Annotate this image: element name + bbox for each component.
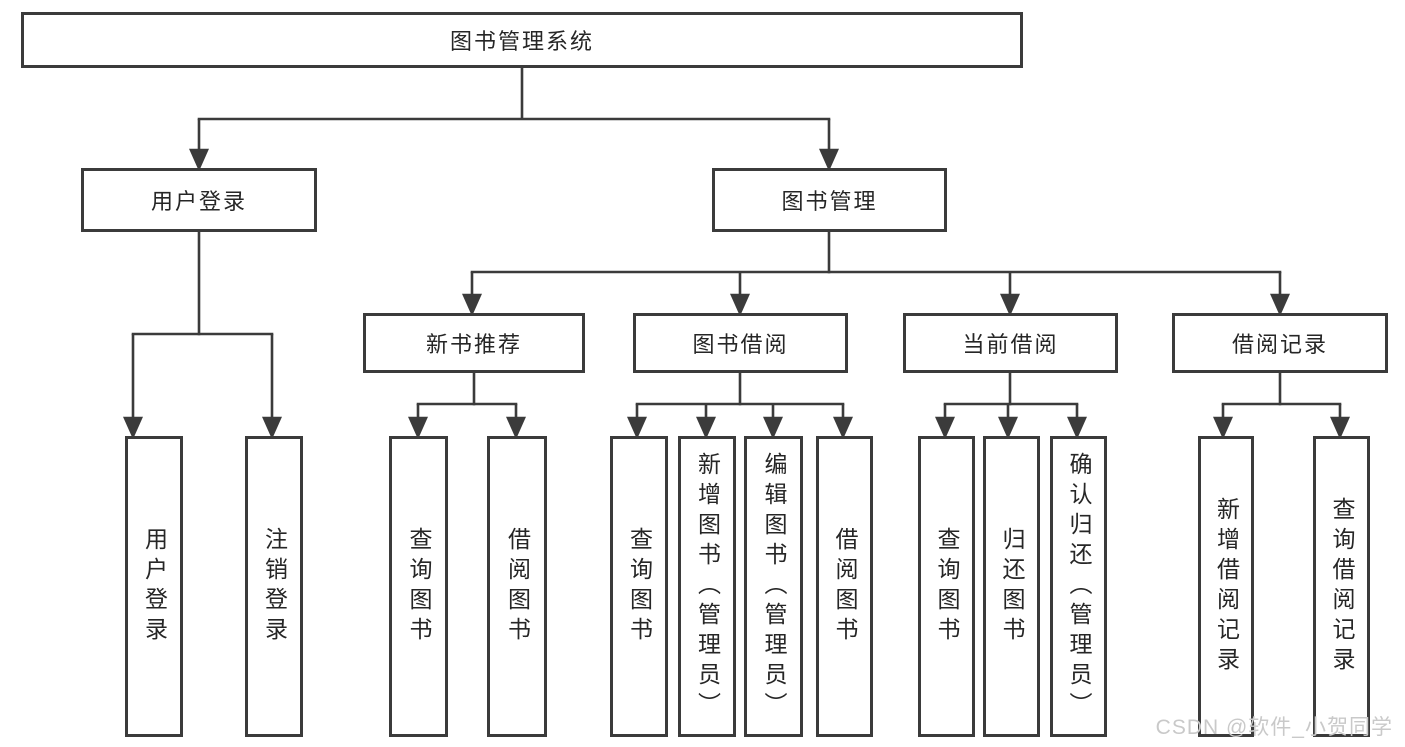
leaf-add-borrow-record: 新增借阅记录 [1198, 436, 1254, 737]
arrow-down-icon [818, 148, 840, 172]
node-new-book-recommend: 新书推荐 [363, 313, 585, 373]
arrow-down-icon [261, 416, 283, 440]
node-book-borrow-label: 图书借阅 [692, 332, 789, 357]
arrow-down-icon [461, 293, 483, 317]
arrow-down-icon [762, 416, 784, 440]
arrow-down-icon [188, 148, 210, 172]
node-borrow-records-label: 借阅记录 [1231, 332, 1328, 357]
arrow-down-icon [1066, 416, 1088, 440]
leaf-newbook-borrow: 借阅图书 [487, 436, 547, 737]
node-current-borrow: 当前借阅 [903, 313, 1118, 373]
leaf-confirm-return-admin-label: 确认归还（管理员） [1066, 451, 1092, 722]
leaf-borrow-book: 借阅图书 [816, 436, 873, 737]
arrow-down-icon [407, 416, 429, 440]
arrow-down-icon [999, 293, 1021, 317]
node-book-management: 图书管理 [712, 168, 947, 232]
arrow-down-icon [997, 416, 1019, 440]
leaf-return-book: 归还图书 [983, 436, 1040, 737]
connectors [122, 68, 1351, 440]
leaf-user-login: 用户登录 [125, 436, 183, 737]
leaf-query-borrow-record: 查询借阅记录 [1313, 436, 1370, 737]
leaf-confirm-return-admin: 确认归还（管理员） [1050, 436, 1107, 737]
leaf-add-book-admin: 新增图书（管理员） [678, 436, 736, 737]
leaf-current-query: 查询图书 [918, 436, 975, 737]
arrow-down-icon [1212, 416, 1234, 440]
node-book-management-label: 图书管理 [781, 189, 878, 214]
leaf-add-book-admin-label: 新增图书（管理员） [694, 451, 721, 722]
leaf-add-borrow-record-label: 新增借阅记录 [1213, 496, 1240, 677]
node-borrow-records: 借阅记录 [1172, 313, 1388, 373]
leaf-newbook-query: 查询图书 [389, 436, 448, 737]
leaf-borrow-query-label: 查询图书 [626, 526, 653, 647]
node-user-login-label: 用户登录 [150, 189, 247, 214]
arrow-down-icon [1329, 416, 1351, 440]
leaf-current-query-label: 查询图书 [934, 526, 960, 647]
leaf-query-borrow-record-label: 查询借阅记录 [1329, 496, 1355, 677]
node-book-borrow: 图书借阅 [633, 313, 848, 373]
leaf-edit-book-admin-label: 编辑图书（管理员） [761, 451, 787, 722]
leaf-logout-label: 注销登录 [261, 526, 288, 647]
arrow-down-icon [934, 416, 956, 440]
node-current-borrow-label: 当前借阅 [962, 332, 1059, 357]
node-user-login: 用户登录 [81, 168, 317, 232]
leaf-return-book-label: 归还图书 [999, 526, 1025, 647]
arrow-down-icon [122, 416, 144, 440]
node-root-label: 图书管理系统 [449, 29, 594, 54]
arrow-down-icon [1269, 293, 1291, 317]
leaf-newbook-query-label: 查询图书 [406, 526, 432, 647]
leaf-edit-book-admin: 编辑图书（管理员） [744, 436, 803, 737]
leaf-newbook-borrow-label: 借阅图书 [504, 526, 531, 647]
leaf-logout: 注销登录 [245, 436, 303, 737]
arrow-down-icon [626, 416, 648, 440]
leaf-borrow-query: 查询图书 [610, 436, 668, 737]
arrow-down-icon [832, 416, 854, 440]
leaf-user-login-label: 用户登录 [141, 526, 168, 647]
arrow-down-icon [729, 293, 751, 317]
leaf-borrow-book-label: 借阅图书 [832, 526, 858, 647]
node-root: 图书管理系统 [21, 12, 1023, 68]
node-new-book-recommend-label: 新书推荐 [425, 332, 522, 357]
csdn-watermark: CSDN @软件_小贺同学 [1155, 716, 1393, 739]
arrow-down-icon [505, 416, 527, 440]
arrow-down-icon [695, 416, 717, 440]
